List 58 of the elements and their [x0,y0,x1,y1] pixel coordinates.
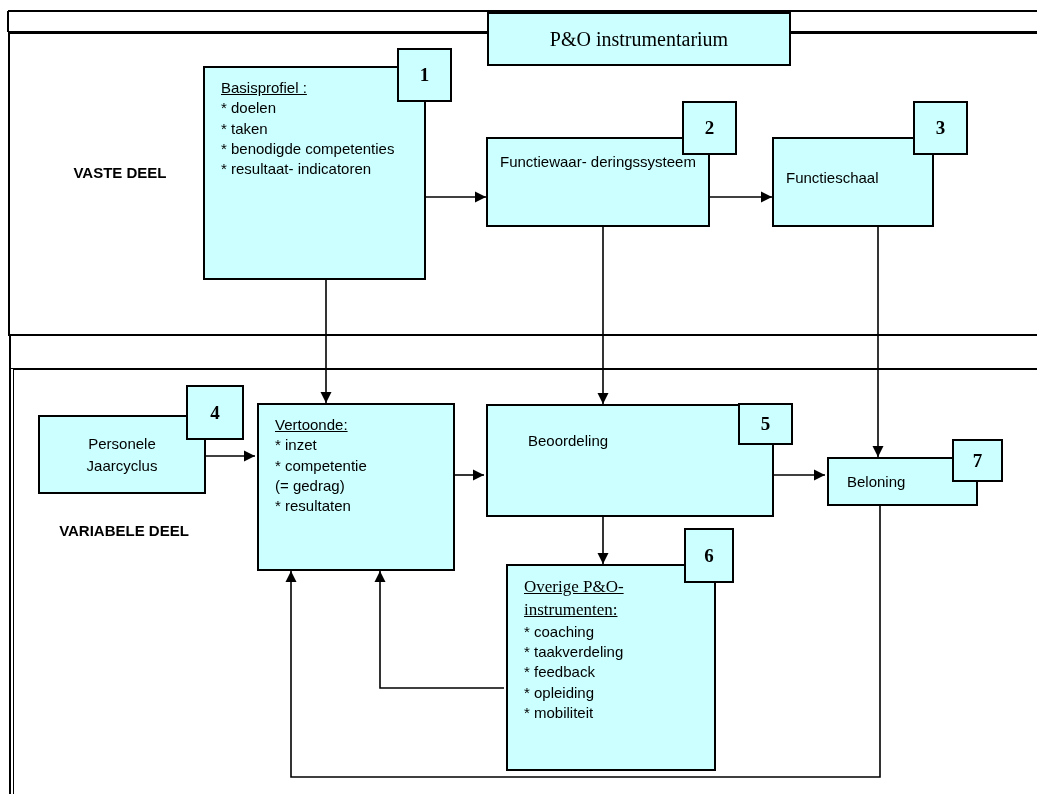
arrow [425,191,487,203]
box-heading: Vertoonde: [275,415,349,435]
list-item: (= gedrag) [275,475,346,496]
arrow [203,450,256,462]
arrow [597,516,609,565]
number-label: 4 [210,400,220,425]
number-label: 5 [760,412,771,437]
number-label: 6 [704,543,714,568]
number-label: 1 [419,63,430,88]
list-item: * opleiding [524,682,596,703]
number-badge [913,101,968,155]
number-badge [738,403,793,445]
number-badge [397,48,452,102]
process-box [257,403,455,571]
list-item: * taken [221,118,269,139]
box-label: Functiewaar- deringssysteem [500,152,696,172]
list-item: * taakverdeling [524,642,625,663]
list-item: * resultaten [275,496,352,516]
box-label: Beoordeling [528,431,609,451]
list-item: * resultaat- indicatoren [221,159,373,179]
number-badge [952,439,1003,482]
list-item: * feedback [524,662,596,683]
arrow [452,469,485,481]
number-label: 2 [704,116,715,141]
number-badge [682,101,737,155]
list-item: * coaching [524,621,596,642]
process-box [506,564,716,771]
box-label: Beloning [847,471,906,492]
arrow [320,279,332,404]
number-label: 3 [935,116,946,141]
title-box [487,12,791,66]
arrow [771,469,826,481]
section-label: VARIABELE DEEL [59,521,189,541]
process-box [38,415,206,494]
arrow [709,191,773,203]
process-box [486,137,710,227]
number-label: 7 [972,448,983,473]
process-box [486,404,774,517]
list-item: * mobiliteit [524,702,595,723]
box-label: Personele Jaarcyclus [85,433,159,476]
number-badge [186,385,244,440]
arrow [285,505,881,778]
process-box [772,137,934,227]
list-item: * inzet [275,435,318,456]
section-band [8,32,1037,336]
list-item: * benodigde competenties [221,138,396,159]
list-item: * competentie [275,455,368,476]
section-band [10,368,1037,794]
section-label: VASTE DEEL [72,163,168,183]
arrow [872,226,884,458]
list-item: * doelen [221,98,278,119]
number-badge [684,528,734,583]
arrow [597,226,609,405]
box-heading: Overige P&O- instrumenten: [524,576,625,621]
arrow [374,570,505,689]
box-label: Functieschaal [786,168,879,188]
box-label: P&O instrumentarium [549,26,729,52]
box-heading: Basisprofiel : [221,78,308,98]
